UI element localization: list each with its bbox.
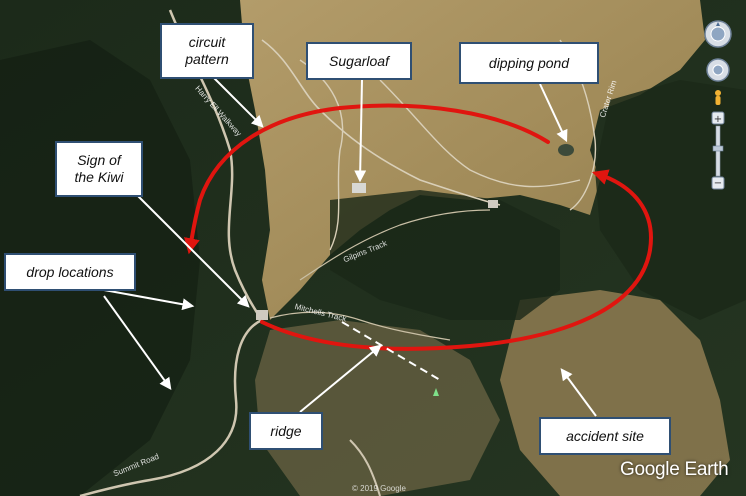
circuit-path-lower: [260, 169, 653, 351]
label-ridge: ridge: [249, 412, 323, 450]
circuit-path-upper: [184, 103, 550, 255]
track-plateau-loop: [261, 39, 501, 206]
road-lower: [79, 318, 263, 496]
sugarloaf-station: [352, 183, 366, 193]
road-bottom: [349, 439, 381, 496]
track-gilpins: [299, 209, 491, 281]
label-sugarloaf: Sugarloaf: [306, 42, 412, 80]
track-mitchells: [269, 311, 451, 341]
look-joystick-icon[interactable]: [706, 58, 730, 82]
arrow-dipping-pond: [539, 83, 568, 143]
label-accident-site: accident site: [539, 417, 671, 455]
grassland-lower-middle: [255, 320, 500, 496]
hut-building: [488, 200, 498, 208]
label-sign-of-kiwi-line2: the Kiwi: [74, 169, 124, 185]
zoom-slider-icon[interactable]: + −: [711, 111, 725, 190]
label-drop-locations: drop locations: [4, 253, 136, 291]
label-sign-of-kiwi: Sign of the Kiwi: [55, 141, 143, 197]
sign-of-kiwi-building: [256, 310, 268, 320]
arrow-drop-2: [103, 295, 172, 390]
arrow-circuit-pattern: [213, 77, 264, 128]
navigation-controls: + −: [704, 20, 732, 190]
arrow-accident-site: [560, 368, 597, 417]
arrow-sugarloaf: [354, 79, 367, 183]
label-circuit-pattern: circuit pattern: [160, 23, 254, 79]
forest-right-edge: [595, 80, 746, 320]
google-earth-logo: Google Earth: [620, 459, 729, 480]
label-dipping-pond: dipping pond: [459, 42, 599, 84]
label-circuit-pattern-line1: circuit: [188, 34, 226, 50]
copyright-notice: © 2019 Google: [352, 484, 406, 493]
track-plateau-3: [379, 79, 581, 188]
label-circuit-pattern-line2: pattern: [185, 51, 229, 67]
track-plateau-2: [299, 59, 344, 251]
arrow-sign-of-kiwi: [137, 195, 250, 308]
ridge-dashed-line: [341, 321, 441, 381]
svg-text:+: +: [714, 114, 722, 125]
compass-ring-icon[interactable]: [704, 20, 732, 48]
svg-text:−: −: [714, 178, 722, 189]
label-sign-of-kiwi-line1: Sign of: [77, 152, 121, 168]
dipping-pond-water: [558, 144, 574, 156]
pegman-icon[interactable]: [715, 90, 721, 105]
forest-valley-center: [330, 190, 560, 320]
arrow-drop-1: [103, 289, 195, 311]
arrow-ridge: [299, 344, 382, 413]
person-marker: [433, 388, 439, 396]
